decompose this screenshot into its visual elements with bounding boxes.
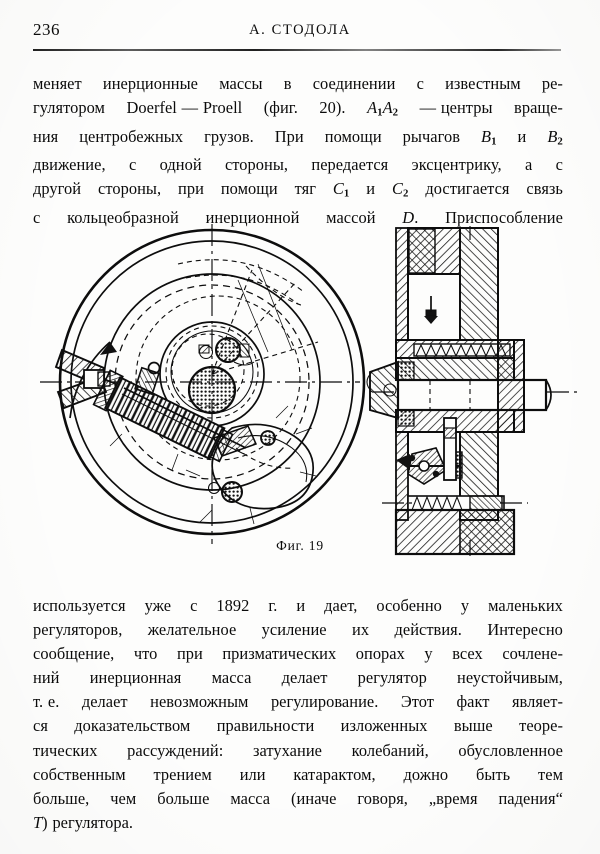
- text-line: сообщение, что при призматических опорах…: [33, 644, 563, 664]
- text-line: с кольцеобразной инерционной массой D. П…: [33, 206, 563, 230]
- math-symbol-c2: C2: [392, 179, 409, 200]
- math-symbol-t: T: [33, 812, 43, 832]
- text-line: ния центробежных грузов. При помощи рыча…: [33, 125, 563, 153]
- inertia-mass-arm: [185, 405, 317, 525]
- link-rod: [443, 417, 457, 481]
- casing-top-right: [459, 227, 499, 341]
- leader-ticks: [109, 433, 179, 471]
- math-symbol-a1a2: A1A2: [367, 98, 399, 119]
- casing-left-wall: [395, 227, 409, 341]
- math-symbol-b1: B1: [481, 126, 497, 147]
- screw-detail: [424, 296, 438, 324]
- bearing-lower: [397, 409, 415, 427]
- text-line: движение, с одной стороны, передается эк…: [33, 155, 563, 175]
- construction-radials-solid: [237, 263, 293, 353]
- math-symbol-d: D.: [402, 207, 419, 227]
- text-line: используется уже с 1892 г. и дает, особе…: [33, 596, 563, 615]
- knuckle-upper: [260, 430, 276, 446]
- hub-dashed: [165, 325, 259, 419]
- wheel-outer-rim: [58, 228, 366, 536]
- text-line: тических рассуждений: затухание колебани…: [33, 740, 563, 760]
- text-line: ся доказательством правильности изложенн…: [33, 716, 563, 736]
- knuckle-lower: [221, 481, 243, 503]
- text-line: T) регулятора.: [33, 812, 134, 832]
- pivot-block: [198, 344, 210, 354]
- casing-top-inner: [408, 228, 436, 274]
- cross-section-view: [366, 226, 580, 556]
- paragraph-two: используется уже с 1892 г. и дает, особе…: [33, 594, 563, 835]
- text-line: больше, чем больше масса (иначе говоря, …: [33, 788, 563, 808]
- text-line: т. е. делает невозможным регулирование. …: [33, 692, 563, 712]
- figure-caption: Фиг. 19: [276, 538, 324, 553]
- left-nose-section: [366, 360, 399, 420]
- text-line: меняет инерционные массы в соединении с …: [33, 74, 563, 93]
- wheel-inner-rim: [70, 240, 354, 524]
- header-rule: [33, 49, 561, 51]
- text-line: гулятором Doerfel — Proell (фиг. 20). A1…: [33, 96, 563, 124]
- figure-19: [0, 222, 600, 562]
- front-elevation-view: [40, 224, 366, 544]
- shaft-section: [187, 365, 237, 415]
- math-symbol-c1: C1: [332, 179, 350, 200]
- rod-bearing-block: [134, 361, 161, 396]
- spring-seat-bracket: [54, 348, 131, 410]
- text-line: собственным трением или катарактом, дожн…: [33, 764, 563, 784]
- shaft-end-cap: [545, 379, 552, 411]
- text-line: другой стороны, при помощи тяг C1 и C2 д…: [33, 177, 563, 205]
- bottom-threaded-ring: [407, 495, 505, 512]
- threaded-sleeve: [413, 343, 511, 358]
- knuckle-pin: [207, 481, 221, 495]
- running-head: 236 А. СТОДОЛА: [0, 20, 600, 46]
- pivot-a1: [215, 337, 241, 363]
- text-line: регуляторов, желательное усиление их дей…: [33, 620, 563, 640]
- casing-bottom-left-wall: [395, 431, 409, 521]
- text-line: ний инерционная масса делает регулятор н…: [33, 668, 563, 688]
- running-title: А. СТОДОЛА: [249, 22, 351, 38]
- bearing-upper: [397, 361, 415, 381]
- paragraph-one: меняет инерционные массы в соединении с …: [33, 72, 563, 230]
- casing-cavity-upper: [407, 273, 461, 341]
- linkage-block-upper: [239, 343, 250, 358]
- page-number: 236: [33, 20, 60, 39]
- construction-radials: [177, 259, 319, 375]
- math-symbol-b2: B2: [547, 126, 563, 147]
- right-boss: [497, 339, 525, 433]
